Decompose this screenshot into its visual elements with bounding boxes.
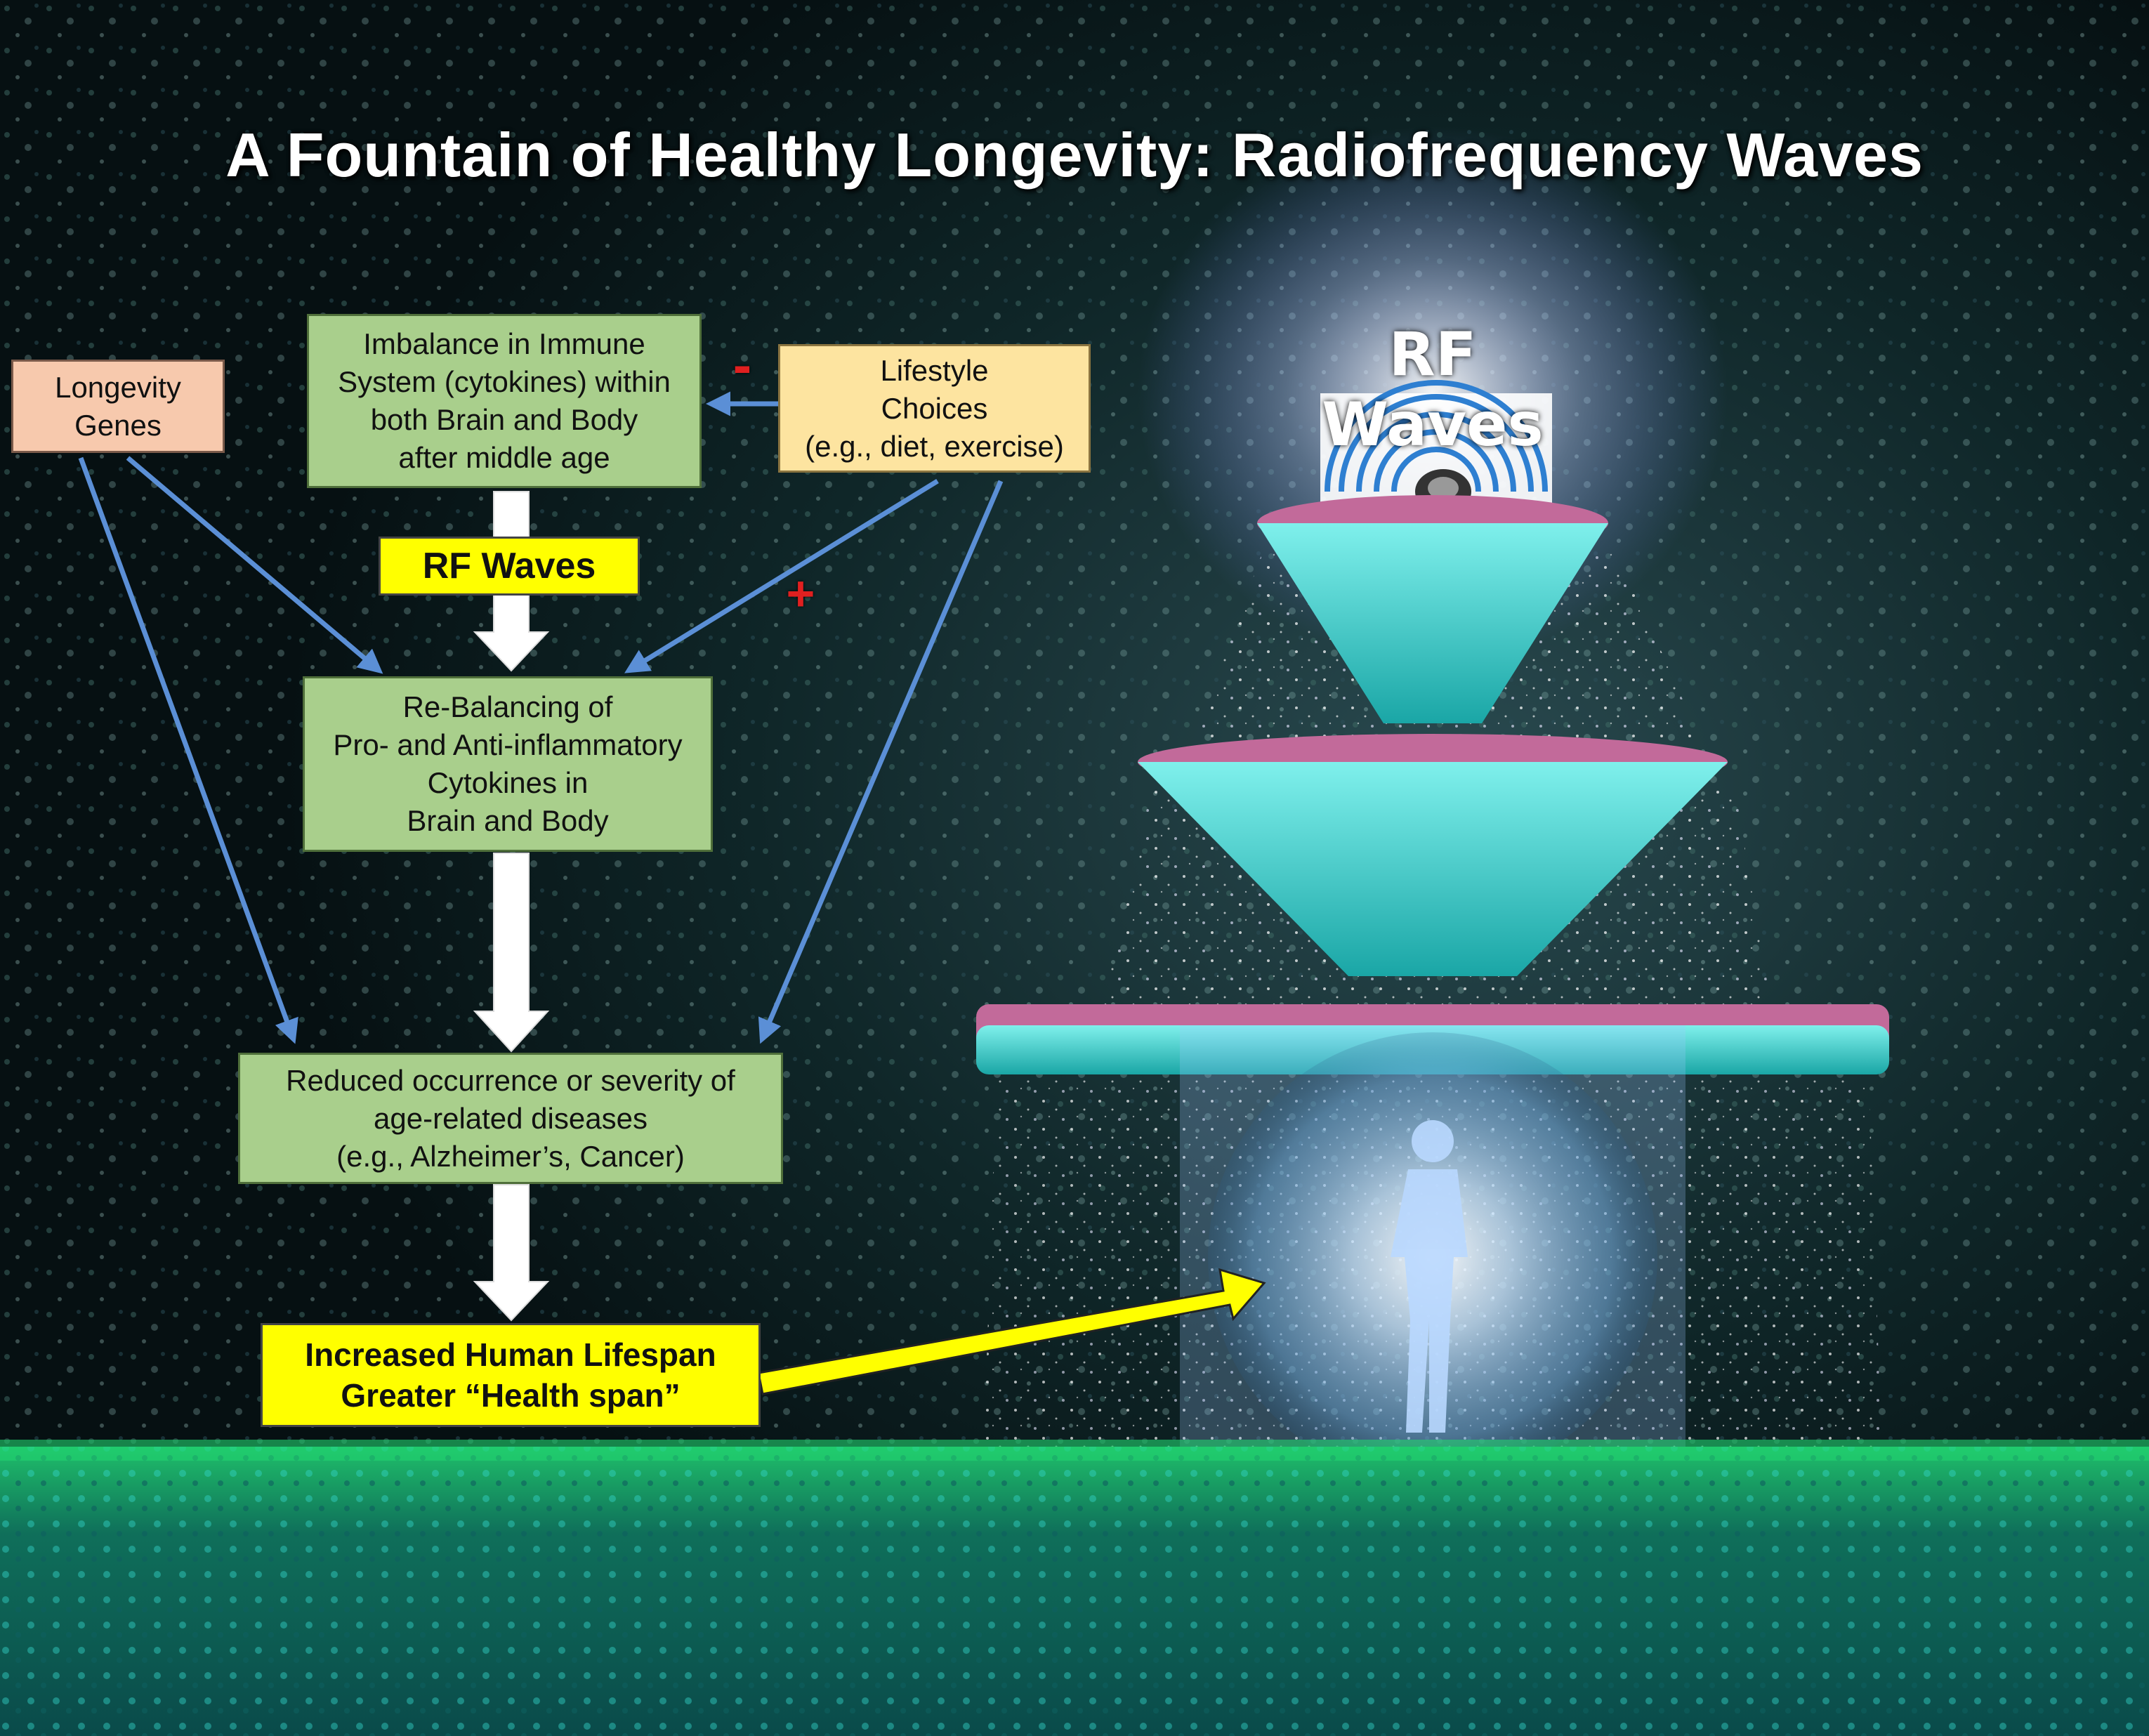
node-rf-waves: RF Waves: [379, 537, 640, 596]
minus-sign: -: [732, 334, 752, 396]
node-lifestyle-choices: Lifestyle Choices (e.g., diet, exercise): [778, 344, 1091, 473]
arrow-lifespan-to-fountain: [757, 1268, 1266, 1395]
node-immune-imbalance: Imbalance in Immune System (cytokines) w…: [307, 314, 702, 488]
arrow-genes-to-rebalancing: [126, 456, 383, 674]
node-immune-imbalance-text: Imbalance in Immune System (cytokines) w…: [338, 327, 671, 474]
rf-wave-emitter-icon: [1325, 380, 1548, 492]
node-rebalancing-text: Re-Balancing of Pro- and Anti-inflammato…: [333, 690, 683, 837]
fountain-rf-label: RF Waves: [1322, 320, 1544, 460]
node-longevity-genes-text: Longevity Genes: [55, 370, 181, 442]
plus-sign: +: [786, 566, 815, 621]
arrow-lifestyle-to-rebalancing: [624, 479, 939, 673]
node-lifestyle-choices-text: Lifestyle Choices (e.g., diet, exercise): [805, 353, 1064, 463]
flowchart-arrows: [78, 391, 1004, 1044]
human-figure-icon: [1391, 1120, 1468, 1433]
arrow-disease-to-lifespan: [473, 1184, 550, 1322]
arrow-rebalancing-to-disease: [473, 853, 550, 1053]
arrow-genes-to-disease: [78, 456, 298, 1044]
node-lifespan: Increased Human Lifespan Greater “Health…: [261, 1323, 761, 1427]
node-rf-waves-text: RF Waves: [422, 546, 596, 586]
diagram-title: A Fountain of Healthy Longevity: Radiofr…: [225, 120, 1924, 190]
node-longevity-genes: Longevity Genes: [11, 360, 225, 453]
node-rebalancing: Re-Balancing of Pro- and Anti-inflammato…: [303, 676, 713, 852]
node-lifespan-text: Increased Human Lifespan Greater “Health…: [305, 1336, 716, 1414]
node-reduced-disease-text: Reduced occurrence or severity of age-re…: [286, 1063, 735, 1173]
node-reduced-disease: Reduced occurrence or severity of age-re…: [238, 1053, 783, 1184]
arrow-lifestyle-to-disease: [758, 480, 1004, 1044]
